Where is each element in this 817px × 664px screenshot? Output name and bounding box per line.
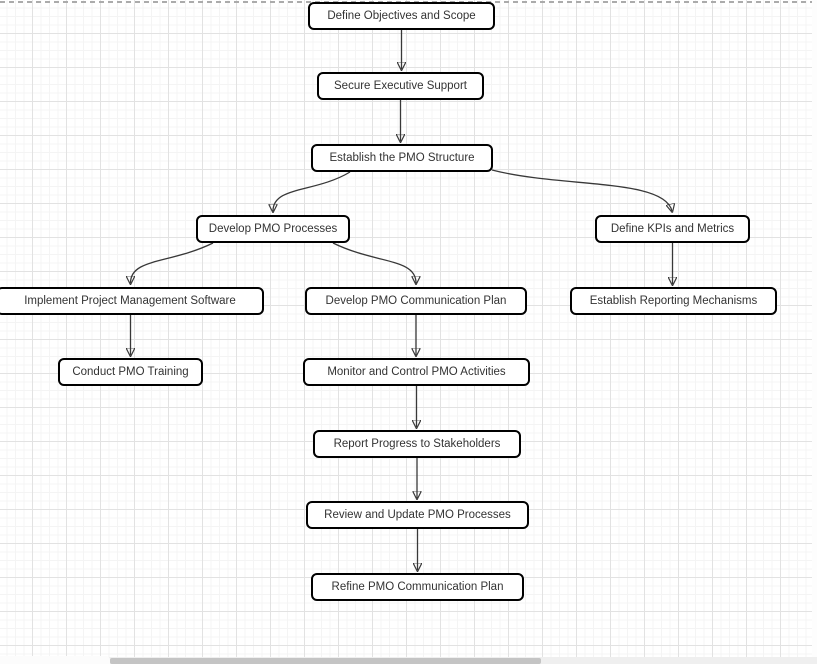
node-label: Develop PMO Processes: [208, 223, 338, 235]
horizontal-scrollbar[interactable]: [0, 656, 817, 664]
node-implement-project-management-software[interactable]: Implement Project Management Software: [0, 287, 264, 315]
node-develop-pmo-communication-plan[interactable]: Develop PMO Communication Plan: [305, 287, 527, 315]
node-secure-executive-support[interactable]: Secure Executive Support: [317, 72, 484, 100]
node-develop-pmo-processes[interactable]: Develop PMO Processes: [196, 215, 350, 243]
edge-establish-structure-to-develop-processes[interactable]: [273, 171, 351, 211]
node-label: Establish Reporting Mechanisms: [589, 295, 758, 307]
node-label: Establish the PMO Structure: [329, 152, 475, 164]
node-label: Refine PMO Communication Plan: [331, 581, 504, 593]
node-refine-pmo-communication-plan[interactable]: Refine PMO Communication Plan: [311, 573, 524, 601]
horizontal-scrollbar-thumb[interactable]: [110, 658, 541, 664]
node-label: Conduct PMO Training: [72, 366, 189, 378]
node-review-and-update-pmo-processes[interactable]: Review and Update PMO Processes: [306, 501, 529, 529]
node-report-progress-to-stakeholders[interactable]: Report Progress to Stakeholders: [313, 430, 521, 458]
node-define-kpis-and-metrics[interactable]: Define KPIs and Metrics: [595, 215, 750, 243]
node-label: Develop PMO Communication Plan: [325, 295, 507, 307]
node-label: Monitor and Control PMO Activities: [327, 366, 506, 378]
right-edge-gutter: [812, 0, 817, 657]
edge-establish-structure-to-define-kpis[interactable]: [491, 169, 672, 211]
node-label: Define KPIs and Metrics: [610, 223, 735, 235]
node-label: Implement Project Management Software: [24, 295, 236, 307]
horizontal-scrollbar-left-cap: [0, 656, 110, 664]
page-boundary-dashed-line: [0, 1, 817, 3]
edge-develop-processes-to-implement-software[interactable]: [131, 242, 214, 283]
node-establish-the-pmo-structure[interactable]: Establish the PMO Structure: [311, 144, 493, 172]
node-establish-reporting-mechanisms[interactable]: Establish Reporting Mechanisms: [570, 287, 777, 315]
node-label: Report Progress to Stakeholders: [333, 438, 501, 450]
edge-develop-processes-to-communication-plan[interactable]: [332, 242, 416, 283]
node-label: Review and Update PMO Processes: [324, 509, 511, 521]
node-conduct-pmo-training[interactable]: Conduct PMO Training: [58, 358, 203, 386]
node-label: Secure Executive Support: [334, 80, 467, 92]
node-monitor-and-control-pmo-activities[interactable]: Monitor and Control PMO Activities: [303, 358, 530, 386]
node-label: Define Objectives and Scope: [327, 10, 476, 22]
node-define-objectives-and-scope[interactable]: Define Objectives and Scope: [308, 2, 495, 30]
